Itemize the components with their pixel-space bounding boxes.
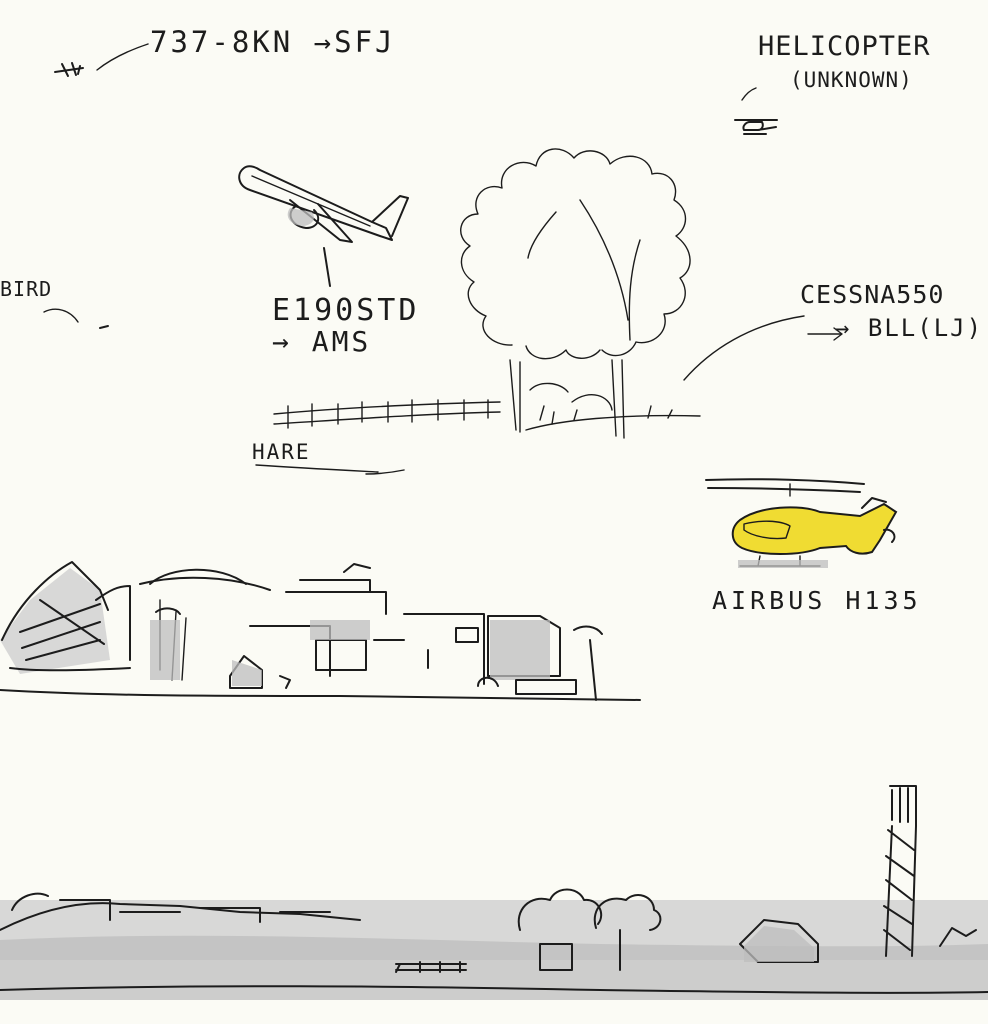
e190-destination-label: → AMS: [272, 325, 372, 358]
hare-marker: [255, 464, 405, 475]
trees-drawing: [273, 148, 701, 439]
helicopter-unknown-label: (UNKNOWN): [790, 68, 913, 92]
b737-label: 737-8KN →SFJ: [150, 25, 396, 59]
cessna-type-label: CESSNA550: [800, 280, 945, 309]
e190-type-label: E190STD: [272, 293, 420, 328]
unknown-helicopter-icon: [734, 87, 778, 135]
horizon-treeline-drawing: [0, 785, 988, 1000]
buildings-skyline-drawing: [0, 561, 641, 701]
airbus-h135-helicopter-drawing: [705, 478, 898, 568]
helicopter-label: HELICOPTER: [758, 31, 931, 62]
airbus-label: AIRBUS H135: [712, 586, 922, 615]
bird-label: BIRD: [0, 277, 53, 301]
e190-airliner-drawing: [238, 165, 409, 287]
cessna-destination-label: → BLL(LJ): [835, 314, 984, 342]
bird-icon: [43, 308, 109, 329]
hare-label: HARE: [252, 440, 311, 464]
b737-tiny-icon: [54, 43, 149, 77]
cessna-leader-line: [683, 315, 843, 381]
